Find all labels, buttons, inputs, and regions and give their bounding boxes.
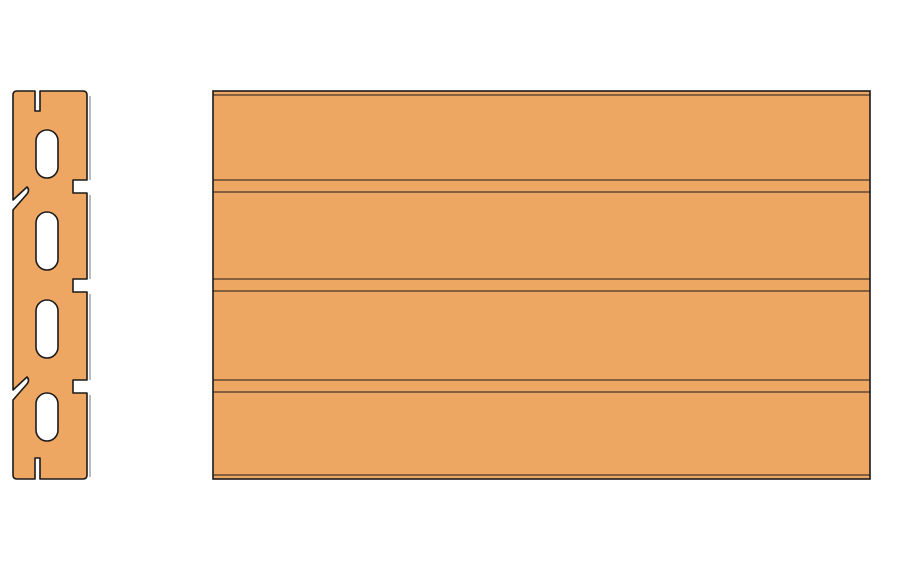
profile-outline: [12, 90, 88, 480]
slot-1: [35, 129, 59, 179]
slot-3: [35, 299, 59, 359]
board-joint-lines: [213, 94, 870, 476]
slot-2: [35, 211, 59, 271]
panel-elevation: [212, 90, 871, 480]
board-profile-section: [12, 90, 91, 480]
slot-4: [35, 392, 59, 442]
panel-outline: [212, 90, 871, 480]
